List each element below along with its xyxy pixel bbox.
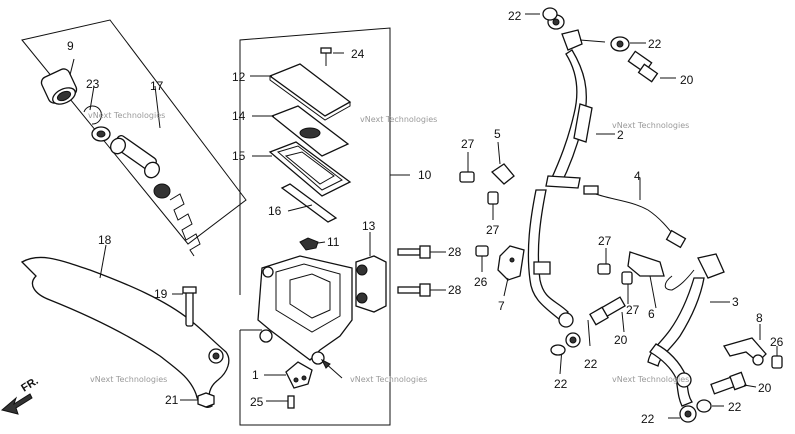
banjo-bolt-bottom — [710, 371, 757, 395]
brake-pipe — [583, 178, 687, 249]
callout-19: 19 — [154, 287, 168, 301]
diaphragm-plate-part — [252, 105, 350, 157]
callout-27-upper: 27 — [461, 137, 475, 151]
banjo-bolt-mid — [589, 296, 626, 333]
callout-9: 9 — [67, 39, 74, 53]
watermark: vNext Technologies — [90, 375, 167, 384]
callout-22-bottom-left: 22 — [641, 412, 655, 426]
front-direction-indicator: FR. — [0, 375, 41, 415]
master-cylinder-body — [240, 255, 353, 365]
sealing-washer-mid — [550, 344, 566, 356]
callout-labels: 9 23 17 18 19 21 12 14 15 16 10 11 13 24… — [67, 9, 784, 426]
callout-12: 12 — [232, 70, 246, 84]
callout-24: 24 — [351, 47, 365, 61]
pivot-nut-part — [180, 392, 215, 408]
watermark: vNext Technologies — [88, 111, 165, 120]
callout-22-mid-left: 22 — [554, 377, 568, 391]
gasket-part — [280, 183, 338, 223]
callout-6: 6 — [648, 307, 655, 321]
callout-20-bottom: 20 — [758, 381, 772, 395]
switch-screw-part — [266, 395, 295, 409]
cup-part — [153, 183, 171, 199]
lower-brake-hose — [647, 253, 730, 423]
front-direction-label: FR. — [19, 375, 40, 395]
callout-7: 7 — [498, 299, 505, 313]
holder-part — [355, 232, 387, 313]
callout-18: 18 — [98, 233, 112, 247]
holder-bolt-upper — [397, 245, 446, 259]
bolt-27-mid — [487, 191, 499, 220]
boot-part — [40, 68, 78, 105]
clamp-8-part — [723, 324, 767, 366]
callout-10: 10 — [418, 168, 432, 182]
callout-27-mid: 27 — [486, 223, 500, 237]
watermark: vNext Technologies — [360, 115, 437, 124]
cap-screw-part — [320, 47, 344, 66]
master-cylinder-group — [239, 27, 410, 426]
brake-lever — [20, 244, 230, 408]
callout-27-lower: 27 — [626, 303, 640, 317]
callout-14: 14 — [232, 109, 246, 123]
piston-kit-group — [21, 19, 247, 257]
callout-23: 23 — [86, 77, 100, 91]
bracket-6-part — [627, 251, 665, 309]
callout-22-top-right: 22 — [648, 37, 662, 51]
callout-28-upper: 28 — [448, 245, 462, 259]
bolt-27-lower — [621, 271, 633, 304]
callout-22-mid-right: 22 — [584, 357, 598, 371]
callout-22-top-left: 22 — [508, 9, 522, 23]
diaphragm-part — [252, 141, 352, 197]
upper-brake-hose — [527, 14, 630, 348]
callout-16: 16 — [268, 204, 282, 218]
callout-3: 3 — [732, 295, 739, 309]
switch-assembly-part — [264, 361, 313, 389]
bolt-27-upper — [459, 152, 475, 183]
callout-25: 25 — [250, 395, 264, 409]
watermark: vNext Technologies — [612, 121, 689, 130]
callout-1: 1 — [252, 368, 259, 382]
sealing-washer-top — [525, 7, 558, 21]
callout-28-lower: 28 — [448, 283, 462, 297]
callout-26-right: 26 — [770, 335, 784, 349]
watermark: vNext Technologies — [350, 375, 427, 384]
callout-15: 15 — [232, 149, 246, 163]
holder-bolt-lower — [397, 283, 446, 297]
spring-part — [169, 193, 201, 257]
washer-part — [91, 126, 111, 142]
callout-20-mid: 20 — [614, 333, 628, 347]
callout-17: 17 — [150, 79, 164, 93]
piston-part — [110, 134, 160, 179]
callout-5: 5 — [494, 127, 501, 141]
reservoir-cap-part — [250, 63, 352, 121]
callout-26-left: 26 — [474, 275, 488, 289]
bolt-27-right — [597, 248, 611, 275]
watermark: vNext Technologies — [612, 375, 689, 384]
pivot-bolt-part — [172, 286, 197, 327]
bolt-26-right — [771, 346, 783, 369]
callout-4: 4 — [634, 169, 641, 183]
callout-21: 21 — [165, 393, 179, 407]
clamp-5-part — [490, 141, 515, 185]
sealing-washer-bottom — [668, 399, 724, 419]
callout-27-right: 27 — [598, 234, 612, 248]
callout-11: 11 — [327, 235, 340, 249]
switch-part — [299, 237, 326, 251]
callout-8: 8 — [756, 311, 763, 325]
banjo-bolt-top — [627, 50, 676, 83]
callout-2: 2 — [617, 128, 624, 142]
callout-13: 13 — [362, 219, 376, 233]
clamp-7-part — [497, 245, 525, 297]
circlip-part — [83, 105, 102, 125]
bolt-26-part — [475, 245, 489, 272]
callout-22-bottom-right: 22 — [728, 400, 742, 414]
callout-20-top: 20 — [680, 73, 694, 87]
